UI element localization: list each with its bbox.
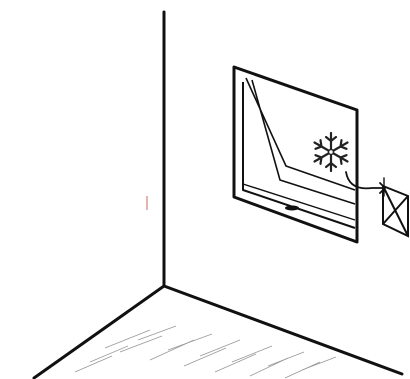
window-sash-line-1 bbox=[245, 77, 356, 191]
window-sash-inner bbox=[242, 82, 356, 229]
open-window bbox=[232, 65, 359, 244]
room-corner bbox=[32, 10, 404, 379]
arrow-icon bbox=[345, 171, 387, 197]
window-handle bbox=[285, 205, 299, 211]
floor-hatching bbox=[74, 325, 337, 379]
snowflake-icon bbox=[313, 131, 349, 173]
window-outer-frame bbox=[232, 65, 359, 244]
window-sill bbox=[242, 183, 356, 221]
floor-right-edge bbox=[162, 284, 404, 376]
boxed-x-icon bbox=[382, 184, 409, 238]
floor-left-edge bbox=[32, 284, 166, 379]
window-sash-line-2 bbox=[251, 79, 356, 205]
